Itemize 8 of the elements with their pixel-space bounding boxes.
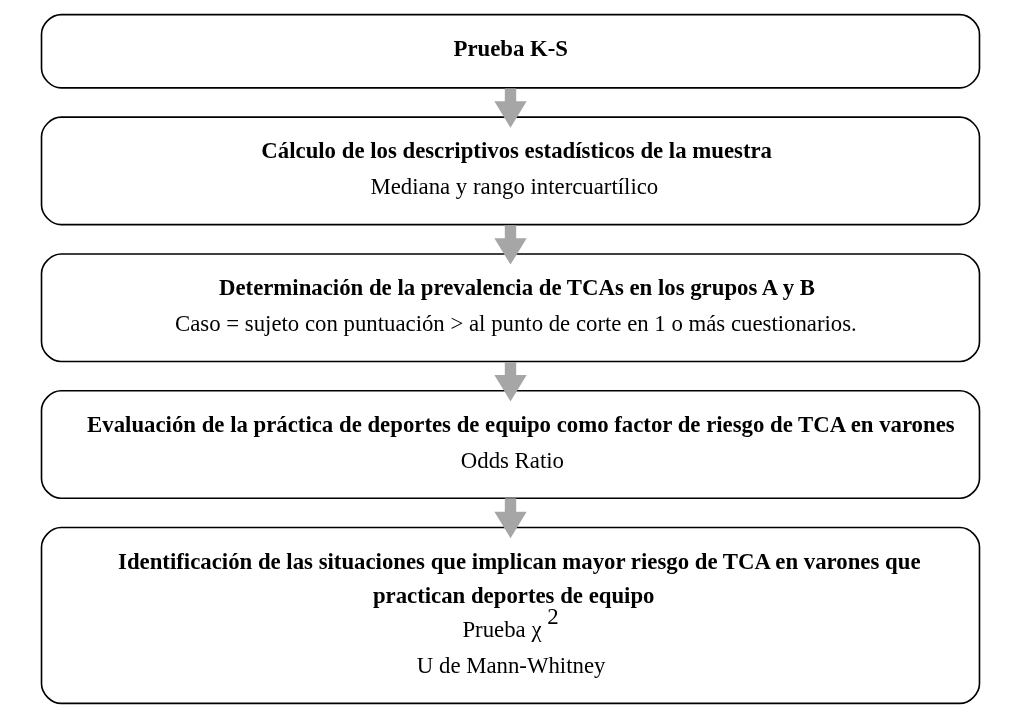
node-box: Evaluación de la práctica de deportes de equipo como factor de riesgo de TCA en varones Odds Ratio	[40, 389, 980, 500]
arrow	[493, 362, 527, 402]
arrow	[493, 225, 527, 265]
node-box: Determinación de la prevalencia de TCAs en los grupos A y B Caso = sujeto con puntuación > al punto de corte en 1 o más cuestionarios.	[40, 253, 980, 363]
node-box: Cálculo de los descriptivos estadísticos de la muestra Mediana y rango intercuartílico	[40, 116, 980, 226]
arrow	[493, 498, 527, 539]
node-box: Prueba K-S	[40, 13, 980, 89]
arrow	[493, 88, 527, 128]
